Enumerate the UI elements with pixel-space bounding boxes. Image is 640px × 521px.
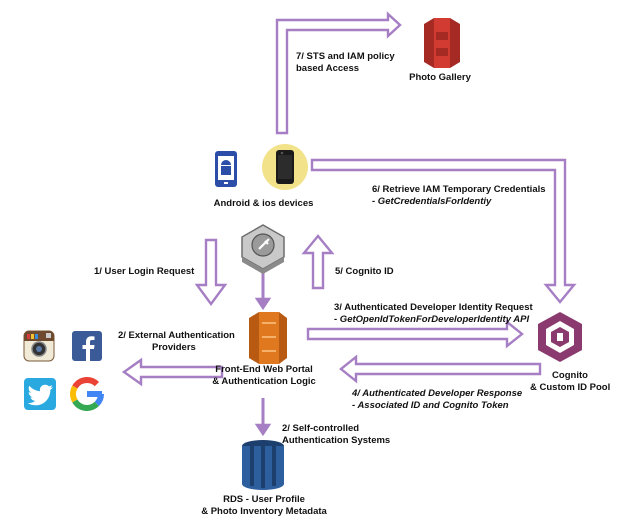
sts-iam-access-line-2: based Access bbox=[296, 63, 360, 74]
iphone-icon bbox=[262, 144, 308, 190]
self-controlled-auth-label: 2/ Self-controlled Authentication System… bbox=[282, 423, 390, 447]
retrieve-credentials-label: 6/ Retrieve IAM Temporary Credentials bbox=[372, 184, 546, 195]
cognito-label: Cognito & Custom ID Pool bbox=[530, 370, 610, 394]
rds-line-2: & Photo Inventory Metadata bbox=[201, 506, 327, 517]
facebook-icon bbox=[72, 331, 102, 361]
arrow-developer-response bbox=[339, 354, 542, 384]
ec2-icon bbox=[249, 312, 287, 364]
developer-response-label: 4/ Authenticated Developer Response bbox=[352, 388, 523, 399]
arrow-retrieve-iam-credentials bbox=[310, 158, 577, 304]
user-login-request-label: 1/ User Login Request bbox=[94, 266, 195, 277]
arrow-external-auth bbox=[121, 357, 224, 387]
photo-gallery-label: Photo Gallery bbox=[409, 72, 471, 83]
frontend-line-2: & Authentication Logic bbox=[212, 376, 316, 387]
arrow-sts-iam-access bbox=[275, 11, 402, 135]
frontend-line-1: Front-End Web Portal bbox=[215, 364, 313, 375]
devices-label: Android & ios devices bbox=[213, 198, 314, 209]
rds-line-1: RDS - User Profile bbox=[223, 494, 305, 505]
twitter-icon bbox=[24, 378, 56, 410]
developer-identity-request-label: 3/ Authenticated Developer Identity Requ… bbox=[334, 302, 533, 313]
arrow-cognito-id bbox=[301, 234, 335, 290]
security-hub-icon bbox=[241, 224, 285, 274]
cognito-line-2: & Custom ID Pool bbox=[530, 382, 611, 393]
rds-label: RDS - User Profile & Photo Inventory Met… bbox=[196, 494, 332, 518]
cognito-line-1: Cognito bbox=[552, 370, 588, 381]
cognito-id-label: 5/ Cognito ID bbox=[335, 266, 394, 277]
external-auth-label: 2/ External Authentication Providers bbox=[118, 330, 235, 354]
arrow-user-login-request bbox=[194, 238, 228, 307]
sts-iam-access-label: 7/ STS and IAM policy based Access bbox=[296, 51, 395, 75]
self-controlled-line-2: Authentication Systems bbox=[282, 435, 391, 446]
external-auth-line-2: Providers bbox=[152, 342, 196, 353]
arrow-developer-identity-request bbox=[306, 319, 524, 349]
s3-bucket-icon bbox=[424, 18, 460, 68]
google-icon bbox=[70, 377, 104, 411]
cognito-icon bbox=[538, 312, 582, 362]
rds-icon bbox=[242, 440, 284, 490]
external-auth-line-1: 2/ External Authentication bbox=[118, 330, 235, 341]
frontend-label: Front-End Web Portal & Authentication Lo… bbox=[206, 364, 322, 388]
cognito-token-label: - Associated ID and Cognito Token bbox=[352, 400, 509, 411]
self-controlled-line-1: 2/ Self-controlled bbox=[282, 423, 360, 434]
arrowhead-frontend-to-rds bbox=[254, 423, 272, 437]
instagram-icon bbox=[23, 330, 55, 362]
arrowhead-key-to-frontend bbox=[254, 297, 272, 311]
sts-iam-access-line-1: 7/ STS and IAM policy bbox=[296, 51, 395, 62]
get-credentials-api-label: - GetCredentialsForIdentiy bbox=[372, 196, 492, 207]
get-openid-token-api-label: - GetOpenIdTokenForDeveloperIdentity API bbox=[334, 314, 530, 325]
arrows bbox=[121, 11, 577, 437]
android-icon bbox=[215, 151, 237, 187]
